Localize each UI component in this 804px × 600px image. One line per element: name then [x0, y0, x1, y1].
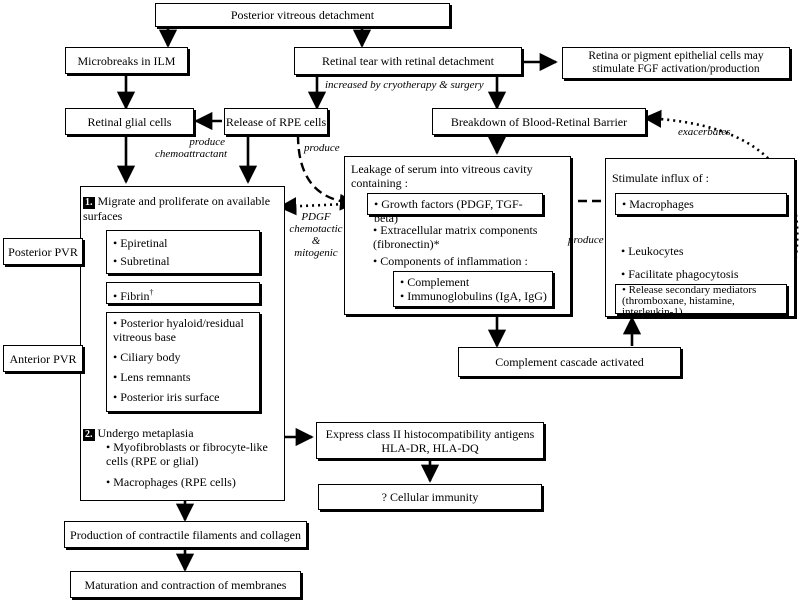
- leakage-title: Leakage of serum into vitreous cavity co…: [351, 162, 533, 190]
- retinal-glial-text: Retinal glial cells: [87, 114, 172, 129]
- pdgf-label: PDGF chemotactic & mitogenic: [289, 211, 343, 259]
- epi-sub-box: • Epiretinal • Subretinal: [106, 230, 260, 274]
- leukocytes-text: • Leukocytes: [621, 244, 684, 258]
- metaplasia-heading: 2.Undergo metaplasia: [83, 426, 283, 441]
- anterior-sites-box: • Posterior hyaloid/residual vitreous ba…: [106, 312, 260, 412]
- fibrin-dagger: †: [149, 288, 154, 297]
- subretinal-text: • Subretinal: [113, 254, 170, 268]
- maturation-box: Maturation and contraction of membranes: [70, 571, 301, 598]
- ecm-text: • Extracellular matrix components (fibro…: [373, 223, 538, 251]
- produce-chemoattractant-label: produce chemoattractant: [155, 136, 228, 160]
- migrate-heading: 1.Migrate and proliferate on available s…: [83, 194, 283, 223]
- macrophages-rpe-text: • Macrophages (RPE cells): [106, 475, 236, 489]
- production-box: Production of contractile filaments and …: [64, 521, 307, 548]
- secondary-mediators-text: • Release secondary mediators (thromboxa…: [622, 284, 757, 314]
- retinal-tear-text: Retinal tear with retinal detachment: [322, 54, 494, 68]
- growth-factors-box: • Growth factors (PDGF, TGF-beta): [367, 193, 543, 225]
- lens-text: • Lens remnants: [113, 370, 191, 384]
- release-rpe-box: Release of RPE cells: [224, 108, 328, 135]
- production-text: Production of contractile filaments and …: [70, 527, 301, 542]
- dotted-pdgf-arrow: [278, 197, 369, 216]
- macrophages-box: • Macrophages: [615, 193, 787, 215]
- influx-box: Stimulate influx of : • Macrophages • Le…: [605, 158, 795, 317]
- metaplasia-text: Undergo metaplasia: [97, 426, 194, 440]
- produce-label-rpe: produce: [304, 142, 340, 154]
- express-antigens-text: Express class II histocompatibility anti…: [325, 426, 535, 455]
- retinal-tear-box: Retinal tear with retinal detachment: [294, 47, 522, 75]
- ciliary-text: • Ciliary body: [113, 350, 181, 364]
- cascade-text: Complement cascade activated: [495, 355, 644, 369]
- posterior-pvr-text: Posterior PVR: [8, 244, 78, 259]
- anterior-pvr-box: Anterior PVR: [3, 345, 83, 372]
- dashed-rpe-produce: [296, 134, 357, 211]
- microbreaks-text: Microbreaks in ILM: [77, 53, 176, 68]
- hyaloid-text: • Posterior hyaloid/residual vitreous ba…: [113, 316, 244, 344]
- express-antigens-box: Express class II histocompatibility anti…: [316, 422, 544, 459]
- pvd-text: Posterior vitreous detachment: [230, 8, 375, 22]
- complement-text: • Complement: [400, 275, 470, 289]
- breakdown-box: Breakdown of Blood-Retinal Barrier: [432, 108, 646, 135]
- cellular-immunity-box: ? Cellular immunity: [318, 484, 542, 510]
- cellular-immunity-text: ? Cellular immunity: [381, 490, 479, 504]
- inflammation-text: • Components of inflammation :: [373, 254, 528, 268]
- fibrin-box: • Fibrin†: [106, 282, 260, 304]
- leakage-box: Leakage of serum into vitreous cavity co…: [344, 156, 571, 315]
- main-process-box: 1.Migrate and proliferate on available s…: [80, 186, 285, 501]
- increased-by-label: increased by cryotherapy & surgery: [325, 79, 484, 91]
- myofibroblasts-text: • Myofibroblasts or fibrocyte-like cells…: [106, 440, 268, 468]
- step-two-badge: 2.: [83, 429, 95, 441]
- retina-pigment-box: Retina or pigment epithelial cells may s…: [562, 47, 790, 79]
- epiretinal-text: • Epiretinal: [113, 236, 168, 250]
- release-rpe-text: Release of RPE cells: [225, 114, 327, 129]
- retinal-glial-box: Retinal glial cells: [65, 108, 194, 135]
- influx-title: Stimulate influx of :: [612, 171, 709, 185]
- exacerbates-label: exacerbates: [678, 126, 731, 138]
- microbreaks-box: Microbreaks in ILM: [65, 47, 188, 74]
- fibrin-text: • Fibrin: [113, 289, 150, 303]
- secondary-mediators-box: • Release secondary mediators (thromboxa…: [615, 284, 787, 314]
- retina-pigment-text: Retina or pigment epithelial cells may s…: [588, 50, 764, 75]
- migrate-text: Migrate and proliferate on available sur…: [83, 194, 271, 223]
- phagocytosis-text: • Facilitate phagocytosis: [621, 267, 739, 281]
- produce-label-macrophage: produce: [568, 234, 604, 246]
- pvd-box: Posterior vitreous detachment: [155, 3, 450, 27]
- maturation-text: Maturation and contraction of membranes: [84, 577, 287, 592]
- posterior-pvr-box: Posterior PVR: [3, 238, 83, 265]
- iris-text: • Posterior iris surface: [113, 390, 220, 404]
- breakdown-text: Breakdown of Blood-Retinal Barrier: [450, 114, 628, 129]
- anterior-pvr-text: Anterior PVR: [9, 351, 77, 366]
- step-one-badge: 1.: [83, 197, 95, 209]
- immunoglobulins-text: • Immunoglobulins (IgA, IgG): [400, 289, 547, 303]
- macrophages-text: • Macrophages: [622, 197, 694, 211]
- complement-box: • Complement • Immunoglobulins (IgA, IgG…: [393, 271, 553, 307]
- growth-factors-text: • Growth factors (PDGF, TGF-beta): [374, 197, 523, 225]
- cascade-box: Complement cascade activated: [458, 347, 681, 377]
